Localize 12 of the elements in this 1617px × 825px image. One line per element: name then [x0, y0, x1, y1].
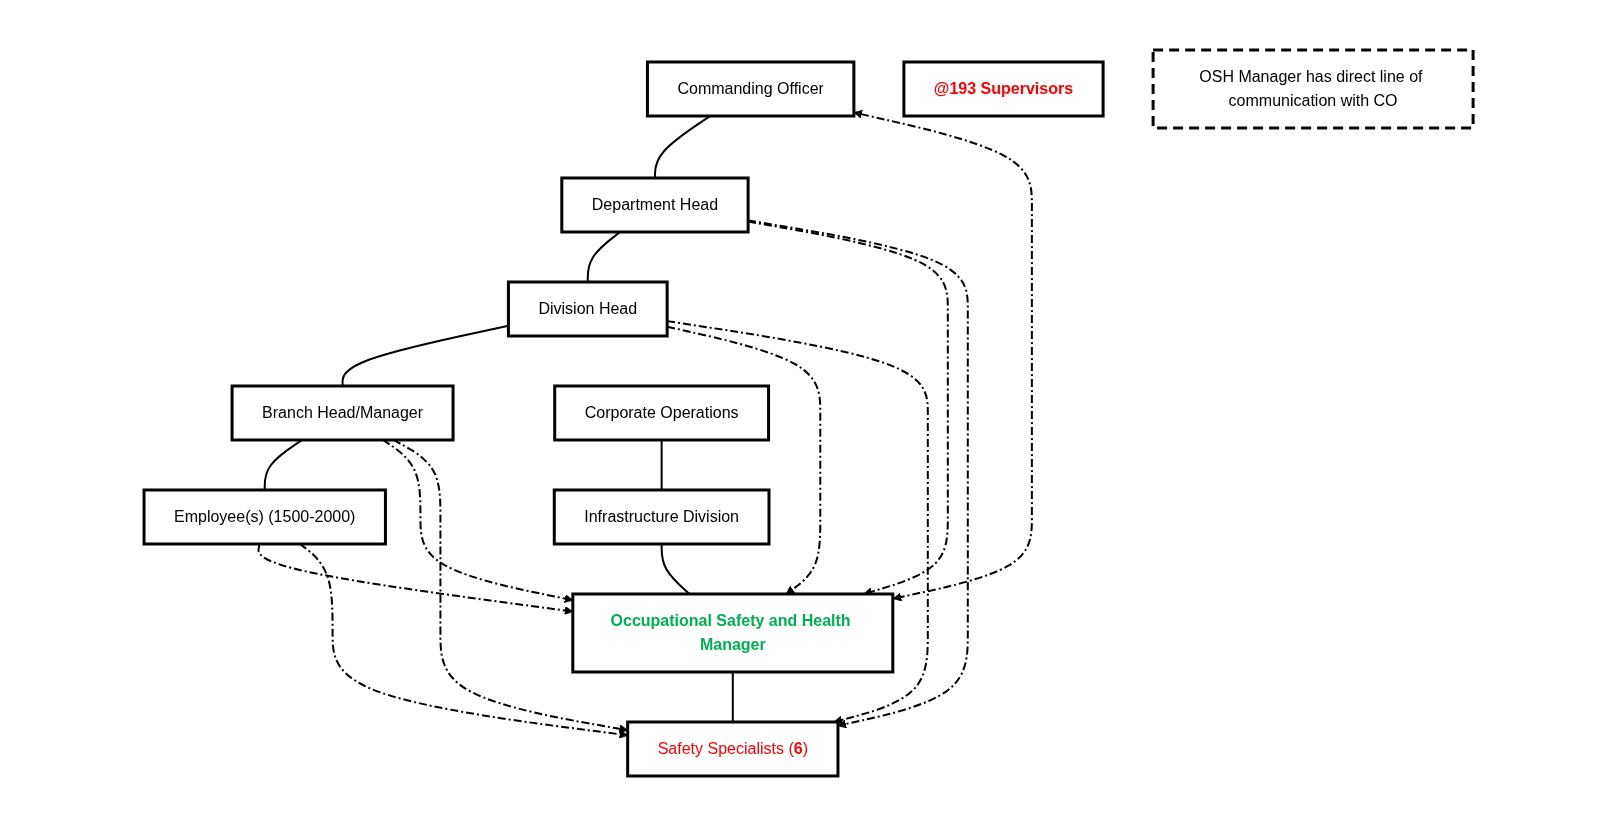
- arrow: [853, 109, 1033, 601]
- node-box: Corporate Operations: [553, 384, 770, 441]
- node-box: Infrastructure Division: [552, 488, 771, 545]
- node-box: OSH Manager has direct line of communication with CO: [1151, 48, 1475, 129]
- node-box: Branch Head/Manager: [230, 384, 455, 441]
- node-box: Occupational Safety and Health Manager: [571, 592, 895, 673]
- node-box: Employee(s) (1500-2000): [142, 488, 387, 545]
- node-box: Department Head: [560, 176, 750, 233]
- node-box: @193 Supervisors: [902, 60, 1105, 117]
- node-box: Safety Specialists (6): [626, 720, 840, 777]
- node-box: Commanding Officer: [645, 60, 856, 117]
- node-box: Division Head: [506, 280, 669, 337]
